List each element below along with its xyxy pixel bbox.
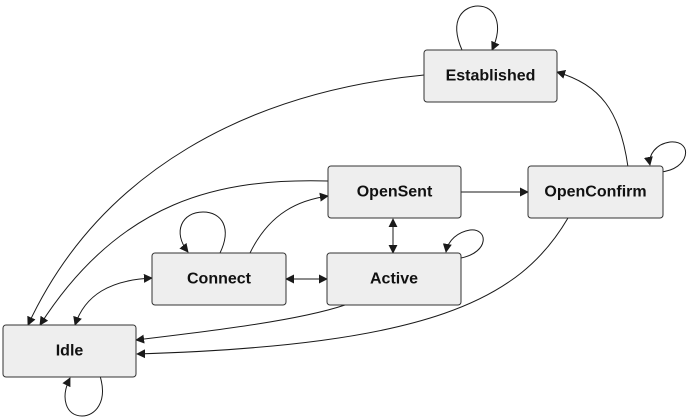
state-opensent-label: OpenSent [357,184,433,201]
state-idle: Idle [2,324,137,378]
state-connect-box [151,252,287,306]
edge-openconfirm-to-idle [136,217,569,359]
state-idle-box [2,324,137,378]
edges [27,5,686,417]
edge-idle-self-loop [62,375,103,417]
edge-connect-self-loop [179,211,226,254]
edge-connect-to-opensent [249,192,329,254]
state-opensent-box [327,165,462,219]
edge-established-to-idle [27,74,425,326]
edge-opensent-to-idle [39,180,329,326]
state-established-label: Established [446,68,536,85]
state-openconfirm: OpenConfirm [527,165,664,219]
state-established: Established [423,49,558,103]
state-active-box [326,252,462,306]
edge-established-self-loop [456,5,500,51]
state-connect: Connect [151,252,287,306]
edge-active-self-loop [442,229,484,259]
state-opensent: OpenSent [327,165,462,219]
state-connect-label: Connect [187,271,252,288]
edge-active-to-idle [135,304,346,344]
edge-idle-connect [73,273,153,326]
state-openconfirm-box [527,165,664,219]
state-idle-label: Idle [56,343,84,360]
edge-openconfirm-self-loop [644,141,686,173]
state-openconfirm-label: OpenConfirm [544,184,646,201]
edge-openconfirm-to-established [556,70,629,168]
state-active: Active [326,252,462,306]
state-established-box [423,49,558,103]
state-active-label: Active [370,271,418,288]
